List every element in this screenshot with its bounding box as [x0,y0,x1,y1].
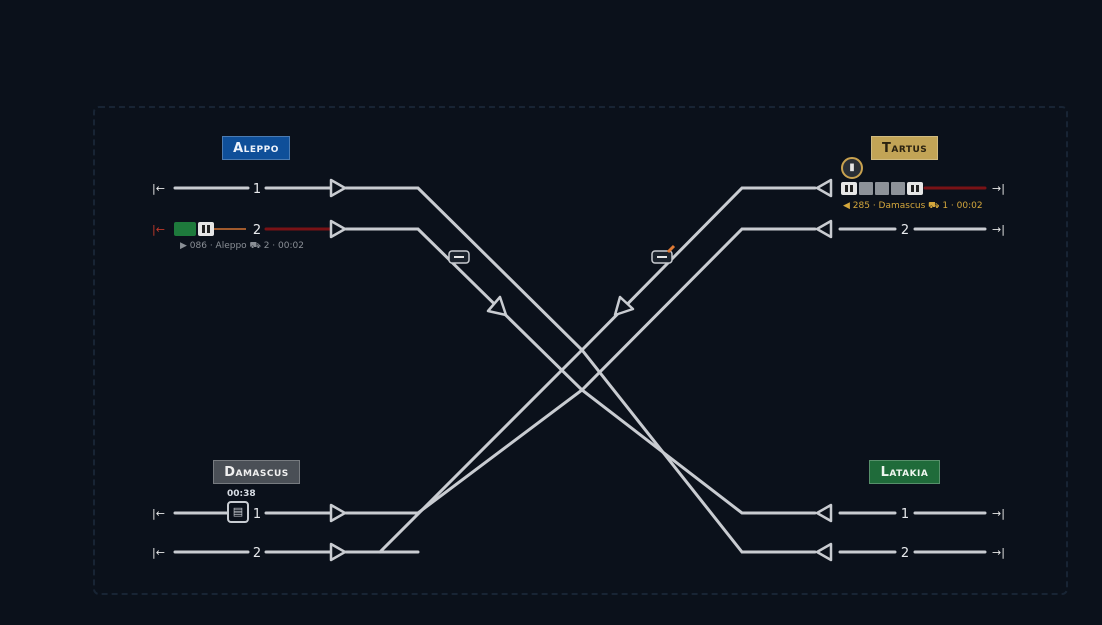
exit-arrow-aleppo-2: |← [152,223,165,236]
track-label-latakia-2: 2 [901,546,909,561]
signal-aleppo-2[interactable] [329,219,347,239]
train-icon[interactable]: ▮ [841,157,863,179]
exit-arrow-aleppo-1: |← [152,182,165,195]
exit-arrow-damascus-1: |← [152,507,165,520]
exit-arrow-tartus-1: →| [992,182,1005,195]
train-tartus[interactable] [841,182,923,195]
moving-train-marker [666,244,676,254]
track-label-damascus-1: 1 [253,507,261,522]
exit-arrow-damascus-2: |← [152,546,165,559]
track-label-damascus-2: 2 [253,546,261,561]
route-tartus1-damascus2[interactable] [378,186,817,554]
signal-junction-left[interactable] [486,295,508,317]
route-aleppo1-latakia2[interactable] [344,186,817,554]
signal-damascus-2[interactable] [329,542,347,562]
signal-junction-right[interactable] [613,295,635,317]
track-label-aleppo-1: 1 [253,182,261,197]
depot-bus-icon[interactable]: ▤ [227,501,249,523]
exit-arrow-tartus-2: →| [992,223,1005,236]
track-label-tartus-2: 2 [901,223,909,238]
signal-latakia-2[interactable] [815,542,833,562]
play-area-frame [93,106,1068,595]
station-aleppo: Aleppo [222,136,290,160]
station-latakia: Latakia [869,460,940,484]
train-tartus-info: ◀ 285 · Damascus ⛟ 1 · 00:02 [843,201,983,211]
track-label-latakia-1: 1 [901,507,909,522]
route-tartus2-damascus1[interactable] [344,227,817,515]
track-label-aleppo-2: 2 [253,223,261,238]
signal-tartus-2[interactable] [815,219,833,239]
route-aleppo2-latakia1[interactable] [344,227,817,515]
exit-arrow-latakia-2: →| [992,546,1005,559]
signal-tartus-1[interactable] [815,178,833,198]
train-aleppo-info: ▶ 086 · Aleppo ⛟ 2 · 00:02 [180,241,304,251]
signal-aleppo-1[interactable] [329,178,347,198]
exit-arrow-latakia-1: →| [992,507,1005,520]
station-tartus: Tartus [871,136,938,160]
damascus-timer: 00:38 [227,489,256,499]
signal-latakia-1[interactable] [815,503,833,523]
signal-damascus-1[interactable] [329,503,347,523]
station-damascus: Damascus [213,460,300,484]
train-aleppo[interactable] [174,222,246,236]
